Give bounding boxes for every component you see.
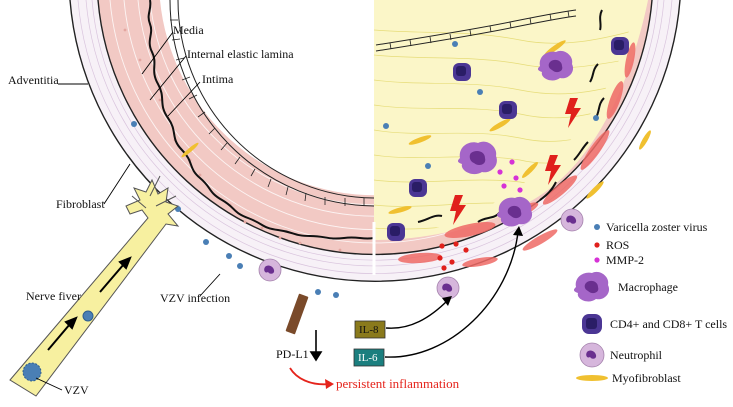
pd-l1-label: PD-L1 — [276, 347, 309, 361]
legend-label-ros: ROS — [606, 238, 629, 252]
persistent-inflammation-label: persistent inflammation — [336, 376, 460, 391]
legend-label-t-cells: CD4+ and CD8+ T cells — [610, 317, 727, 331]
inflammation-arrow — [289, 367, 334, 389]
pd-l1-down-arrow — [309, 330, 323, 362]
legend: Varicella zoster virus ROS MMP-2 Macroph… — [574, 220, 727, 385]
fragmented-lamina — [417, 9, 605, 223]
il8-label: IL-8 — [359, 324, 379, 336]
intima-label: Intima — [202, 72, 234, 86]
nerve-arrows — [47, 256, 132, 351]
damage-bolt-icons — [450, 98, 581, 225]
mmp2-dot-icon — [594, 257, 600, 263]
macrophage-cells — [458, 50, 574, 227]
il-arrows — [384, 231, 519, 358]
nerve-fiber — [9, 175, 180, 397]
legend-label-macrophage: Macrophage — [618, 280, 678, 294]
myofibroblast-icon — [576, 375, 608, 381]
legend-label-neutrophil: Neutrophil — [610, 348, 663, 362]
internal-elastic-lamina — [147, 0, 374, 240]
ros-particles — [437, 241, 469, 271]
pd-l1-bar — [285, 293, 309, 335]
adventitia-label: Adventitia — [8, 73, 59, 87]
vzv-infection-label: VZV infection — [160, 291, 230, 305]
endothelium-left — [169, 0, 374, 207]
thickened-intima — [374, 0, 648, 240]
il6-label: IL-6 — [358, 352, 378, 364]
internal-elastic-lamina-label: Internal elastic lamina — [187, 47, 294, 61]
myofibroblast-cells — [181, 40, 651, 214]
label-leader-lines — [35, 31, 221, 391]
adventitia-outer-line — [69, 0, 681, 282]
mmp2-particles — [497, 159, 523, 193]
neutrophil-cells — [258, 208, 584, 300]
nerve-fiver-label: Nerve fiver — [26, 289, 81, 303]
fibroblast-label: Fibroblast — [56, 197, 105, 211]
legend-label-myofibroblast: Myofibroblast — [612, 371, 681, 385]
ros-dot-icon — [594, 242, 600, 248]
nerve-virus-particles — [22, 310, 94, 382]
t-cells — [387, 37, 629, 241]
il8-box — [354, 320, 386, 339]
legend-label-mmp2: MMP-2 — [606, 253, 644, 267]
legend-label-virus: Varicella zoster virus — [606, 220, 708, 234]
virus-dot-icon — [594, 224, 600, 230]
neutrophil-icon — [579, 342, 605, 368]
macrophage-icon — [574, 271, 610, 302]
il6-box — [353, 348, 385, 367]
il-arrowheads — [442, 226, 523, 306]
endothelium-right — [375, 9, 577, 52]
t-cell-icon — [582, 314, 602, 334]
virus-particles — [131, 41, 599, 298]
media-label: Media — [173, 23, 204, 37]
vzv-label: VZV — [64, 383, 89, 397]
